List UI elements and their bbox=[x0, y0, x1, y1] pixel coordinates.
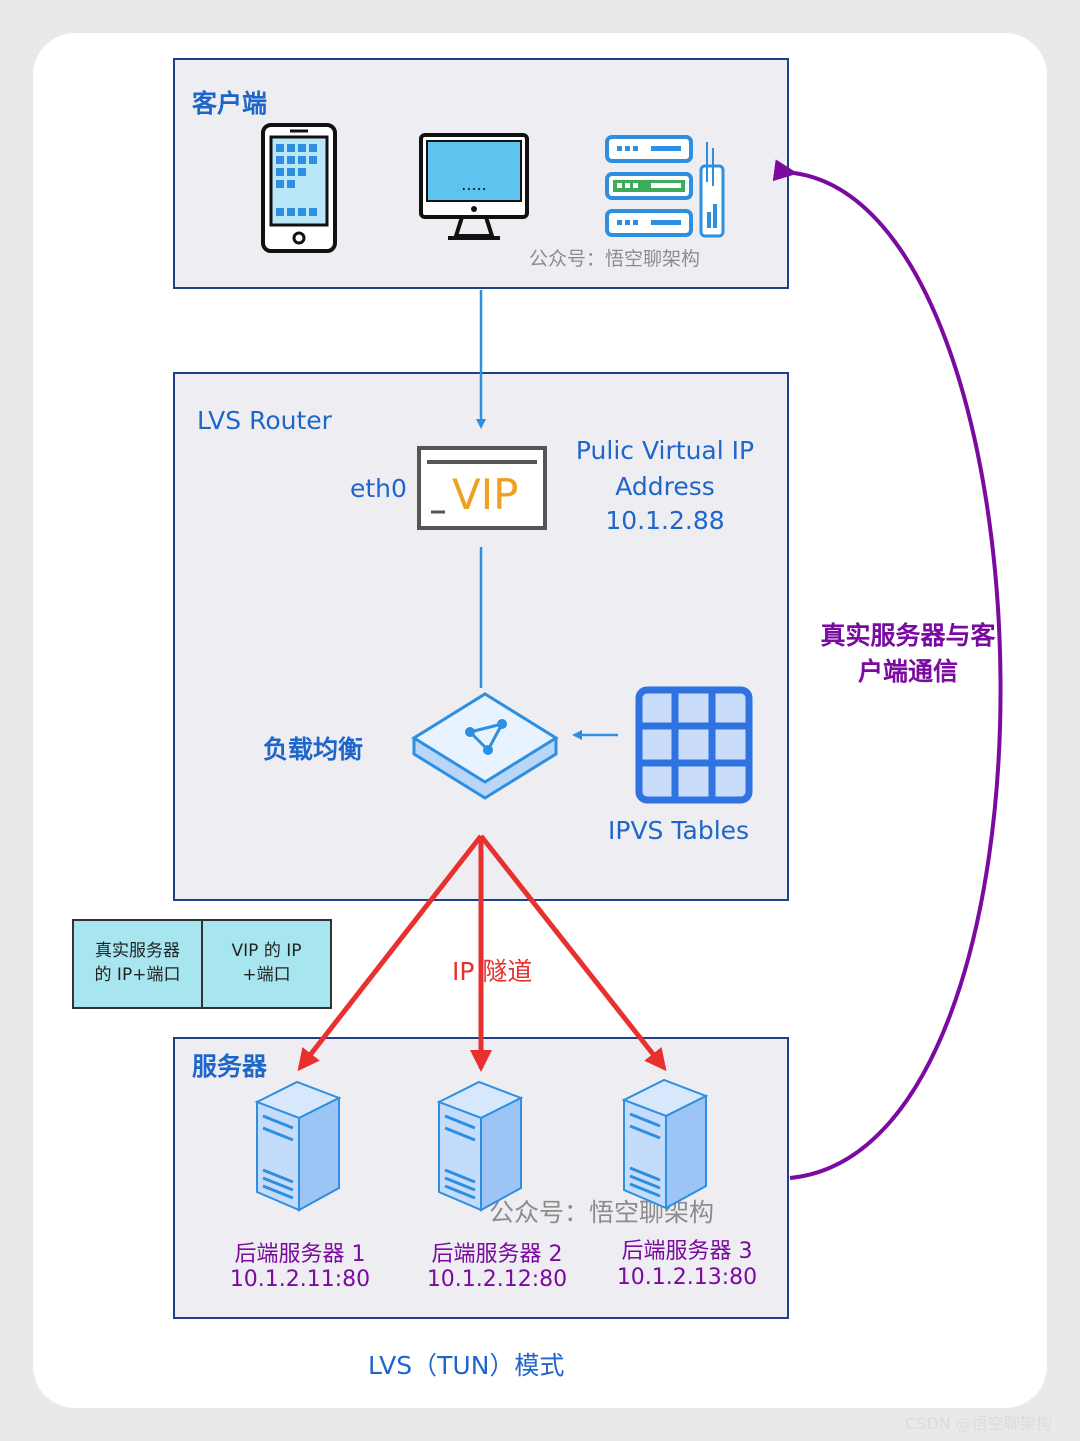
vip-description-line1: Pulic Virtual IP bbox=[575, 436, 755, 465]
router-box-title: LVS Router bbox=[197, 406, 332, 435]
server-1-name: 后端服务器 1 bbox=[234, 1242, 366, 1267]
server-tower-icon-2 bbox=[436, 1080, 524, 1212]
client-box: 客户端 ..... 公众号：悟空聊架构 bbox=[173, 58, 789, 289]
client-watermark: 公众号：悟空聊架构 bbox=[529, 248, 701, 270]
ip-tunnel-label: IP 隧道 bbox=[452, 957, 533, 986]
footer-watermark: CSDN @悟空聊架构 bbox=[905, 1414, 1052, 1433]
server-2-name: 后端服务器 2 bbox=[431, 1242, 563, 1267]
packet-real-server-cell: 真实服务器 的 IP+端口 bbox=[72, 919, 203, 1009]
vip-interface-icon bbox=[417, 446, 547, 530]
client-box-title: 客户端 bbox=[192, 89, 268, 118]
server-tower-icon-1 bbox=[254, 1080, 342, 1212]
desktop-monitor-icon: ..... bbox=[419, 133, 529, 240]
vip-description-line3: 10.1.2.88 bbox=[605, 506, 725, 535]
phone-icon bbox=[261, 123, 337, 253]
tunnel-arrow-3 bbox=[479, 834, 667, 1072]
tunnel-arrow-1 bbox=[297, 834, 483, 1072]
eth0-label: eth0 bbox=[350, 474, 407, 503]
packet-real-server-line2: 的 IP+端口 bbox=[94, 965, 181, 985]
server-3-name: 后端服务器 3 bbox=[621, 1239, 753, 1264]
packet-vip-line1: VIP 的 IP bbox=[231, 941, 302, 961]
packet-vip-line2: +端口 bbox=[242, 965, 291, 985]
svg-text:.....: ..... bbox=[461, 175, 486, 194]
ipvs-table-icon bbox=[635, 686, 753, 804]
server-rack-icon bbox=[605, 135, 725, 238]
servers-box-title: 服务器 bbox=[192, 1052, 268, 1081]
packet-real-server-line1: 真实服务器 bbox=[95, 941, 180, 961]
return-path-label-line2: 户端通信 bbox=[857, 657, 958, 686]
vip-text: VIP bbox=[452, 470, 519, 519]
load-balancer-label: 负载均衡 bbox=[263, 735, 364, 764]
server-2-address: 10.1.2.12:80 bbox=[426, 1267, 568, 1292]
diagram-caption: LVS（TUN）模式 bbox=[368, 1351, 565, 1380]
load-balancer-icon bbox=[411, 692, 559, 800]
return-path-label-line1: 真实服务器与客 bbox=[820, 621, 996, 650]
server-1-address: 10.1.2.11:80 bbox=[229, 1267, 371, 1292]
vip-description-line2: Address bbox=[615, 472, 715, 501]
server-3-address: 10.1.2.13:80 bbox=[616, 1265, 758, 1290]
ipvs-tables-label: IPVS Tables bbox=[608, 816, 750, 845]
packet-vip-cell: VIP 的 IP +端口 bbox=[201, 919, 332, 1009]
server-to-client-return-arrow bbox=[772, 159, 1003, 1180]
server-tower-icon-3 bbox=[621, 1078, 709, 1210]
